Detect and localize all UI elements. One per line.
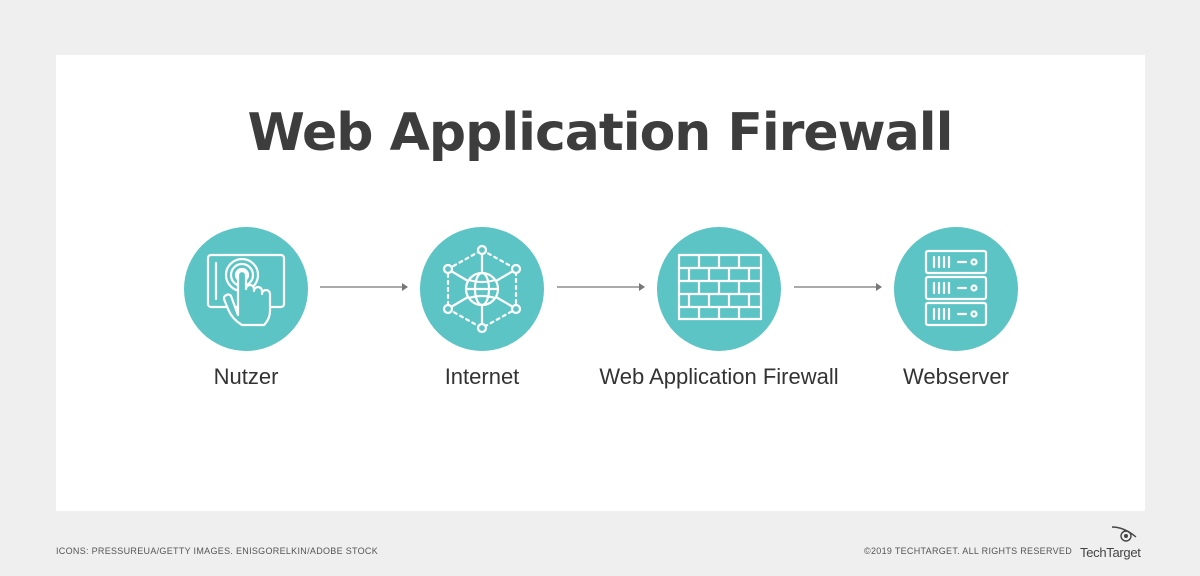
arrow-2 xyxy=(557,283,645,291)
arrow-3 xyxy=(794,283,882,291)
logo-text: TechTarget xyxy=(1080,545,1141,560)
node-waf: Web Application Firewall xyxy=(599,227,839,389)
node-webserver: Webserver xyxy=(836,227,1076,389)
touch-screen-icon xyxy=(184,227,308,351)
node-nutzer: Nutzer xyxy=(126,227,366,389)
image-credits: ICONS: PRESSUREUA/GETTY IMAGES. ENISGORE… xyxy=(56,546,379,556)
node-label: Web Application Firewall xyxy=(599,364,839,389)
node-label: Webserver xyxy=(903,364,1009,389)
copyright: ©2019 TECHTARGET. ALL RIGHTS RESERVED xyxy=(864,546,1072,556)
node-label: Internet xyxy=(444,364,520,389)
node-internet: Internet xyxy=(362,227,602,389)
arrow-1 xyxy=(320,283,408,291)
globe-network-icon xyxy=(420,227,544,351)
node-label: Nutzer xyxy=(213,364,279,389)
server-rack-icon xyxy=(894,227,1018,351)
diagram-title: Web Application Firewall xyxy=(247,103,954,163)
eye-icon xyxy=(1111,526,1137,542)
brick-wall-icon xyxy=(657,227,781,351)
techtarget-logo: TechTarget xyxy=(1080,525,1148,565)
